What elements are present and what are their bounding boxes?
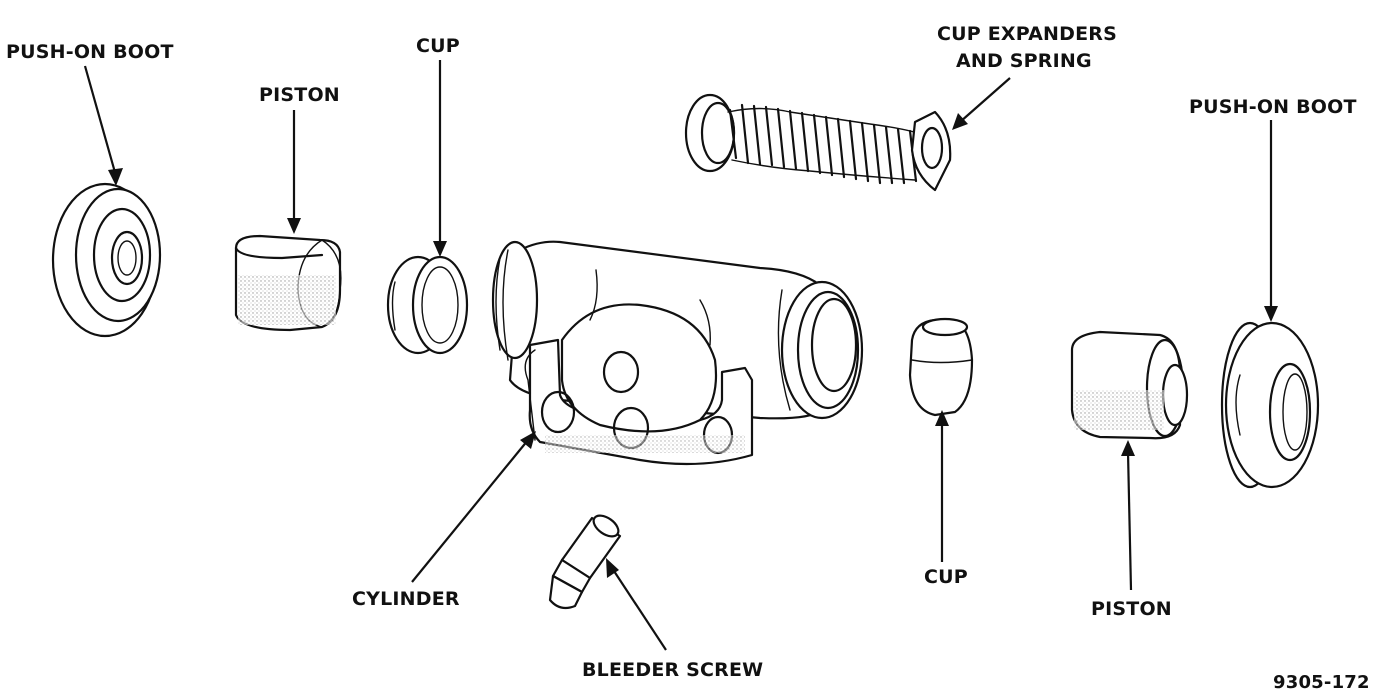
label-bleeder-screw: BLEEDER SCREW <box>582 659 763 681</box>
figure-number: 9305-172 <box>1273 672 1370 693</box>
label-piston-left: PISTON <box>259 84 340 106</box>
cylinder-body <box>491 240 864 466</box>
label-cup-right: CUP <box>924 566 968 588</box>
left-piston <box>234 234 342 332</box>
label-cup-left: CUP <box>416 35 460 57</box>
cup-expanders-and-spring <box>684 93 952 192</box>
label-push-on-boot-right: PUSH-ON BOOT <box>1189 96 1357 118</box>
right-push-on-boot <box>1220 321 1320 489</box>
bleeder-screw <box>548 514 622 610</box>
leader-lines <box>83 60 1278 651</box>
label-piston-right: PISTON <box>1091 598 1172 620</box>
label-push-on-boot-left: PUSH-ON BOOT <box>6 41 174 63</box>
label-cup-expanders-line2: AND SPRING <box>956 50 1092 72</box>
label-cylinder: CYLINDER <box>352 588 460 610</box>
left-cup <box>386 255 469 355</box>
left-push-on-boot <box>51 182 162 338</box>
right-cup <box>908 317 974 417</box>
label-cup-expanders-line1: CUP EXPANDERS <box>937 23 1117 45</box>
right-piston <box>1070 330 1189 440</box>
